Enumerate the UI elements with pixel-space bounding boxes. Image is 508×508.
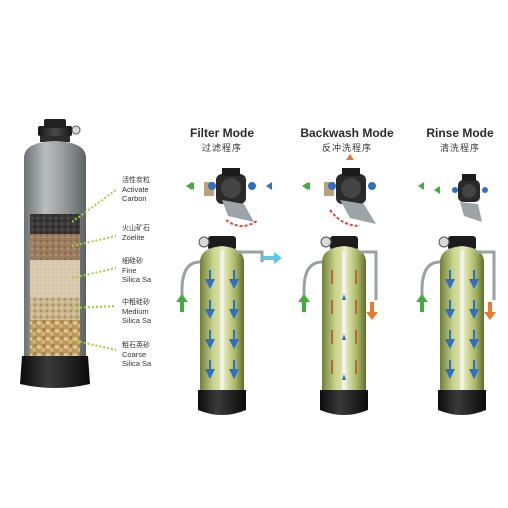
backwash-tank — [298, 236, 378, 415]
layer-zeolite — [30, 234, 80, 260]
arrow-icon — [302, 182, 308, 190]
layer-cn: 活性炭粒 — [122, 177, 150, 184]
tank-base — [20, 356, 90, 388]
rinse-tank — [416, 236, 496, 415]
layer-medium-sand — [30, 298, 80, 320]
layer-label-medium: 中粗硅砂 Medium Silica Sa — [122, 298, 151, 325]
layer-label-coarse: 粗石英砂 Coarse Silica Sa — [122, 341, 151, 368]
layer-en: Medium — [122, 307, 149, 316]
layer-label-fine: 细硅砂 Fine Silica Sa — [122, 257, 151, 284]
filter-mode-title: Filter Mode — [189, 126, 254, 140]
backwash-mode-subtitle: 反冲洗程序 — [321, 143, 372, 153]
arrow-icon — [418, 182, 424, 190]
layer-label-carbon: 活性炭粒 Activate Carbon — [122, 176, 150, 203]
layer-en: Carbon — [122, 194, 147, 203]
layer-coarse-sand — [30, 320, 80, 358]
layer-en: Silica Sa — [122, 316, 152, 325]
leader-lines — [71, 189, 117, 351]
layer-en: Coarse — [122, 350, 147, 359]
rinse-valve-icon — [434, 174, 488, 222]
valve-head — [38, 126, 72, 136]
layer-carbon — [30, 214, 80, 234]
rinse-mode-title: Rinse Mode — [426, 126, 494, 140]
layer-en: Fine — [122, 266, 137, 275]
arrow-icon — [186, 182, 192, 190]
layer-label-zeolite: 火山矿石 Zoelite — [122, 224, 150, 242]
layer-en: Silica Sa — [122, 275, 152, 284]
backwash-mode-title: Backwash Mode — [300, 126, 394, 140]
layer-en: Silica Sa — [122, 359, 152, 368]
filter-mode-subtitle: 过滤程序 — [201, 143, 242, 153]
layer-cn: 火山矿石 — [122, 225, 150, 232]
layer-cn: 细硅砂 — [122, 258, 143, 265]
left-tank — [20, 119, 90, 388]
layer-cn: 中粗硅砂 — [122, 299, 150, 306]
layer-en: Activate — [122, 185, 149, 194]
filter-tank — [176, 236, 282, 415]
layer-cn: 粗石英砂 — [122, 342, 150, 349]
layer-en: Zoelite — [122, 233, 145, 242]
filter-valve-icon — [188, 168, 272, 227]
backwash-valve-icon — [304, 154, 376, 227]
layer-fine-sand — [30, 260, 80, 298]
rinse-mode-subtitle: 清洗程序 — [439, 143, 480, 153]
pressure-gauge-icon — [71, 125, 81, 135]
